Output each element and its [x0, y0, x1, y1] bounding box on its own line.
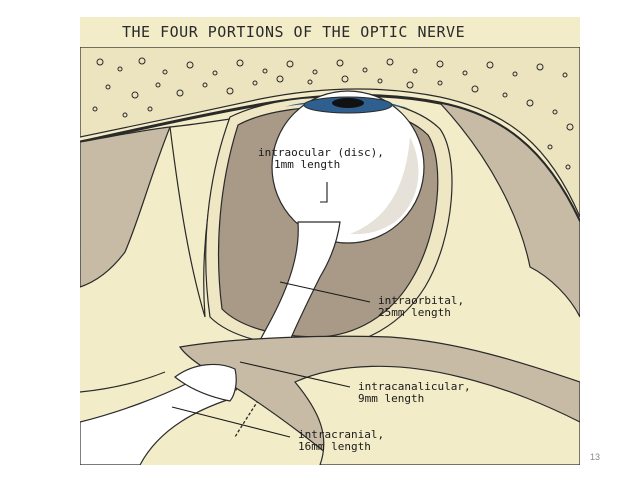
label-intraorbital-name: intraorbital, — [378, 294, 465, 307]
label-intraocular-length: 1mm length — [274, 158, 341, 171]
left-bone-band — [80, 126, 171, 288]
label-intraocular: intraocular (disc), 1mm length — [258, 147, 384, 171]
optic-nerve-diagram: THE FOUR PORTIONS OF THE OPTIC NERVE int… — [80, 17, 580, 465]
figure-title: THE FOUR PORTIONS OF THE OPTIC NERVE — [80, 17, 580, 47]
label-intracranial-length: 16mm length — [298, 440, 371, 453]
label-intracranial-name: intracranial, — [298, 428, 385, 441]
leader-lines — [171, 182, 371, 438]
label-intraorbital-length: 25mm length — [378, 306, 451, 319]
bone-pores — [92, 57, 574, 170]
label-intracanalicular-name: intracanalicular, — [358, 380, 471, 393]
right-bone-band — [438, 102, 580, 318]
skull-bone — [80, 46, 580, 218]
eyeball — [271, 90, 425, 244]
label-intracanalicular: intracanalicular, 9mm length — [358, 381, 471, 405]
label-intraocular-name: intraocular (disc), — [258, 146, 384, 159]
label-intraorbital: intraorbital, 25mm length — [378, 295, 464, 319]
label-intracanalicular-length: 9mm length — [358, 392, 425, 405]
diagram-illustration — [80, 17, 580, 465]
slide-number: 13 — [590, 452, 601, 462]
label-intracranial: intracranial, 16mm length — [298, 429, 384, 453]
